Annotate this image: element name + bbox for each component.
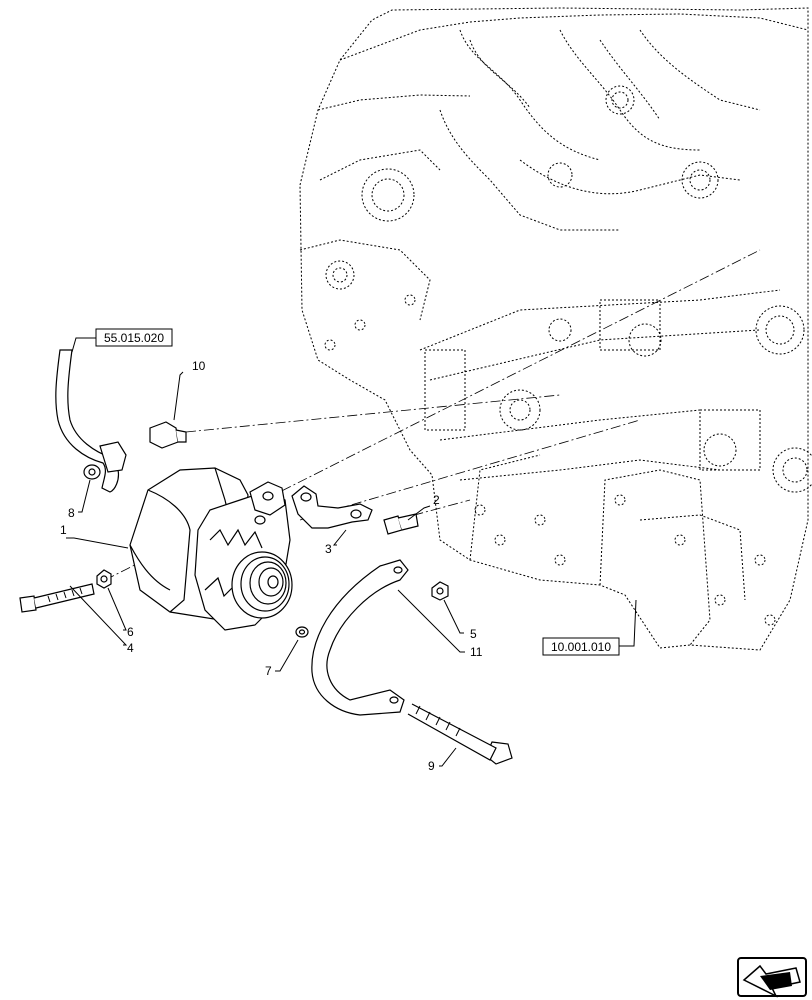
callout-9: 9 [428, 759, 435, 773]
nut-5-hole [436, 587, 444, 595]
reference-box-engine[interactable]: 10.001.010 [542, 637, 620, 656]
bolt-9 [407, 703, 513, 765]
alternator [129, 467, 293, 631]
callout-10: 10 [192, 359, 206, 373]
callout-11: 11 [470, 645, 483, 659]
bolt-4 [19, 583, 95, 613]
callout-3: 3 [325, 542, 332, 556]
reference-label-engine[interactable]: 10.001.010 [551, 640, 611, 654]
callout-5: 5 [470, 627, 477, 641]
callout-2: 2 [433, 493, 440, 507]
callout-6: 6 [127, 625, 134, 639]
shield-11 [311, 559, 409, 716]
bolt-2 [383, 513, 419, 535]
washer-8-hole [88, 468, 96, 476]
reference-box-hose[interactable]: 55.015.020 [95, 328, 173, 347]
bracket-3 [291, 485, 373, 529]
callout-7: 7 [265, 664, 272, 678]
leader-engine-reference [619, 599, 637, 647]
engine-outline [299, 7, 812, 651]
callout-8: 8 [68, 506, 75, 520]
leader-hose-reference [71, 337, 96, 353]
nut-6-hole [100, 575, 108, 583]
callout-1: 1 [60, 523, 67, 537]
previous-page-arrow-icon[interactable] [737, 957, 807, 998]
callout-numbers: 1 2 3 4 5 6 7 8 9 10 11 [60, 359, 483, 773]
callout-leaders [66, 371, 465, 767]
connector-10 [149, 421, 187, 449]
reference-label-hose[interactable]: 55.015.020 [104, 331, 164, 345]
washer-7-hole [298, 629, 306, 635]
callout-4: 4 [127, 641, 134, 655]
hose [55, 349, 127, 493]
